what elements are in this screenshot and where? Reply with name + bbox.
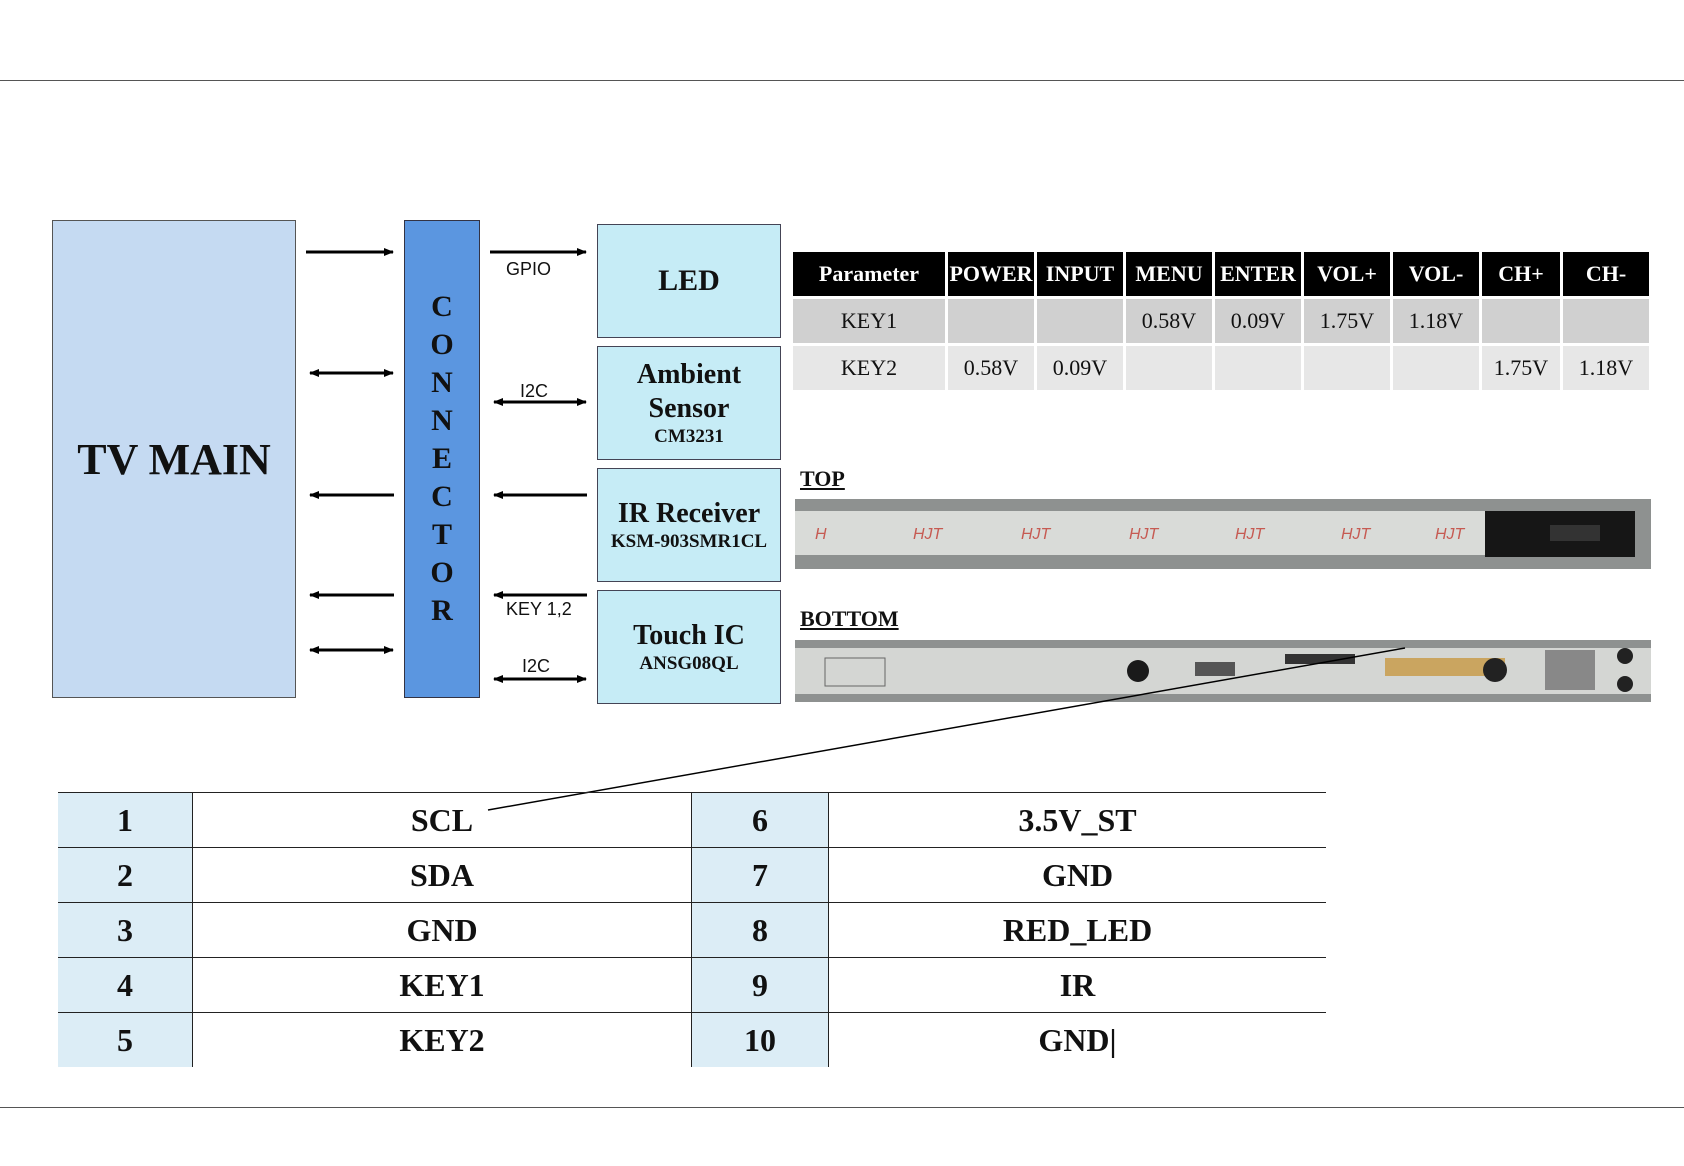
svg-text:HJT: HJT [913, 526, 944, 543]
led-module: LED [597, 224, 781, 338]
pin-signal: 3.5V_ST [828, 792, 1326, 848]
key-voltage-table: Parameter POWER INPUT MENU ENTER VOL+ VO… [793, 252, 1649, 390]
pin-number: 3 [58, 902, 193, 958]
pin-row: 5 KEY2 10 GND| [58, 1012, 1326, 1067]
connector-letter: T [431, 518, 452, 551]
key-table-cell: KEY1 [793, 296, 948, 345]
key-table-cell: 1.75V [1302, 296, 1393, 345]
pin-number: 2 [58, 847, 193, 903]
key-table-row: KEY2 0.58V 0.09V 1.75V 1.18V [793, 343, 1649, 390]
key-table-header-cell: VOL- [1391, 252, 1482, 298]
tv-main-block: TV MAIN [52, 220, 296, 698]
key-table-cell [946, 296, 1037, 345]
key-table-header-cell: CH- [1561, 252, 1649, 298]
key-table-cell [1561, 296, 1649, 345]
key-label: KEY 1,2 [506, 599, 572, 619]
top-divider [0, 80, 1684, 81]
svg-text:HJT: HJT [1341, 526, 1372, 543]
pin-signal: GND| [828, 1012, 1326, 1067]
pin-signal: RED_LED [828, 902, 1326, 958]
pin-number: 5 [58, 1012, 193, 1067]
connector-letter: N [431, 366, 453, 399]
pin-number: 9 [691, 957, 829, 1013]
tv-main-label: TV MAIN [77, 434, 271, 484]
key-table-cell [1391, 343, 1482, 390]
pin-number: 1 [58, 792, 193, 848]
key-table-header-cell: Parameter [793, 252, 948, 298]
ambient-sensor-part: CM3231 [654, 426, 724, 447]
pin-signal: GND [192, 902, 692, 958]
key-table-header-cell: ENTER [1213, 252, 1304, 298]
key-table-row: KEY1 0.58V 0.09V 1.75V 1.18V [793, 296, 1649, 345]
key-table-cell: 0.09V [1035, 343, 1126, 390]
key-table-header-cell: VOL+ [1302, 252, 1393, 298]
top-photo-label: TOP [800, 466, 845, 491]
touch-ic-title: Touch IC [633, 620, 745, 651]
key-table-cell [1213, 343, 1304, 390]
led-module-title: LED [658, 264, 720, 297]
key-table-header: Parameter POWER INPUT MENU ENTER VOL+ VO… [793, 252, 1649, 298]
pin-signal: SCL [192, 792, 692, 848]
key-table-cell [1302, 343, 1393, 390]
pin-row: 3 GND 8 RED_LED [58, 902, 1326, 958]
gpio-label: GPIO [506, 259, 552, 279]
svg-text:HJT: HJT [1129, 526, 1160, 543]
pin-number: 10 [691, 1012, 829, 1067]
svg-text:HJT: HJT [1021, 526, 1052, 543]
key-table-header-cell: MENU [1124, 252, 1215, 298]
key-table-cell: 0.09V [1213, 296, 1304, 345]
pin-signal: SDA [192, 847, 692, 903]
top-board-photo: H HJT HJT HJT HJT HJT HJT [795, 499, 1651, 569]
connector-letter: O [430, 556, 454, 589]
key-table-cell: 0.58V [1124, 296, 1215, 345]
svg-text:HJT: HJT [1435, 526, 1466, 543]
pin-signal: KEY1 [192, 957, 692, 1013]
pin-number: 6 [691, 792, 829, 848]
pin-row: 2 SDA 7 GND [58, 847, 1326, 903]
pin-signal: GND [828, 847, 1326, 903]
ir-receiver-title: IR Receiver [617, 498, 761, 529]
key-table-cell [1035, 296, 1126, 345]
ir-receiver-module: IR Receiver KSM-903SMR1CL [597, 468, 781, 582]
key-table-header-cell: POWER [946, 252, 1037, 298]
key-table-cell: 0.58V [946, 343, 1037, 390]
key-table-header-cell: CH+ [1480, 252, 1563, 298]
pin-row: 4 KEY1 9 IR [58, 957, 1326, 1013]
connector-letter: C [431, 480, 453, 513]
connector-letter: N [431, 404, 453, 437]
bottom-divider [0, 1107, 1684, 1108]
ir-receiver-part: KSM-903SMR1CL [610, 531, 768, 552]
connector-letter: O [430, 328, 454, 361]
pin-signal: KEY2 [192, 1012, 692, 1067]
connector-letter: R [431, 594, 453, 627]
key-table-cell: 1.18V [1561, 343, 1649, 390]
key-table-cell: 1.75V [1480, 343, 1563, 390]
key-table-cell [1480, 296, 1563, 345]
pin-signal: IR [828, 957, 1326, 1013]
key-table-cell [1124, 343, 1215, 390]
svg-text:HJT: HJT [1235, 526, 1266, 543]
svg-text:H: H [815, 526, 827, 543]
pin-number: 4 [58, 957, 193, 1013]
pin-row: 1 SCL 6 3.5V_ST [58, 792, 1326, 848]
key-table-header-cell: INPUT [1035, 252, 1126, 298]
ambient-sensor-module: Ambient Sensor CM3231 [597, 346, 781, 460]
i2c-label-sensor: I2C [520, 381, 549, 401]
ambient-sensor-title: Ambient Sensor [636, 359, 742, 424]
bottom-photo-label: BOTTOM [800, 606, 899, 631]
pin-number: 8 [691, 902, 829, 958]
key-table-cell: 1.18V [1391, 296, 1482, 345]
connector-block: C O N N E C T O R [404, 220, 480, 698]
touch-ic-part: ANSG08QL [639, 653, 739, 674]
pin-table: 1 SCL 6 3.5V_ST 2 SDA 7 GND 3 GND 8 RED_… [58, 792, 1326, 1067]
key-table-cell: KEY2 [793, 343, 948, 390]
pin-number: 7 [691, 847, 829, 903]
i2c-label-touch: I2C [522, 656, 551, 676]
connector-letter: C [431, 290, 453, 323]
bottom-board-photo [795, 640, 1651, 702]
connector-letter: E [431, 442, 452, 475]
touch-ic-module: Touch IC ANSG08QL [597, 590, 781, 704]
